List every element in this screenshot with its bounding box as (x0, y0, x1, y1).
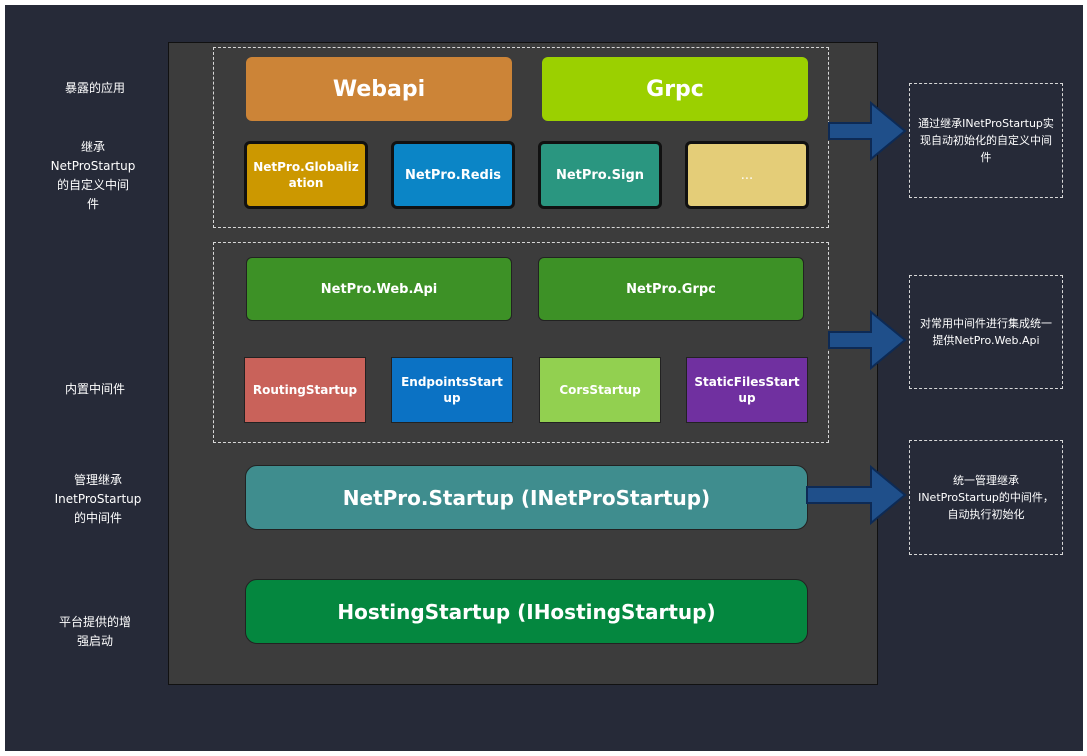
netpro-web-api-block: NetPro.Web.Api (246, 257, 512, 321)
static-files-startup-block: StaticFilesStartup (686, 357, 808, 423)
cors-startup-block: CorsStartup (539, 357, 661, 423)
webapi-block: Webapi (246, 57, 512, 121)
sign-block: NetPro.Sign (538, 141, 662, 209)
label-platform-startup: 平台提供的增 强启动 (58, 615, 131, 648)
more-block: ... (685, 141, 809, 209)
arrow-right-icon (828, 100, 907, 162)
arrow-right-icon (806, 464, 907, 526)
label-custom-middleware: 继承 NetProStartup 的自定义中间 件 (50, 140, 136, 211)
hosting-startup-bar: HostingStartup (IHostingStartup) (245, 579, 808, 644)
label-managed-middleware: 管理继承 InetProStartup 的中间件 (54, 472, 142, 525)
globalization-block: NetPro.Globalization (244, 141, 368, 209)
arrow-right-icon (828, 309, 907, 371)
netpro-startup-bar: NetPro.Startup (INetProStartup) (245, 465, 808, 530)
custom-middleware-note: 通过继承INetProStartup实现自动初始化的自定义中间件 (909, 83, 1063, 198)
netpro-grpc-block: NetPro.Grpc (538, 257, 804, 321)
grpc-block: Grpc (542, 57, 808, 121)
builtin-middleware-note: 对常用中间件进行集成统一提供NetPro.Web.Api (909, 275, 1063, 389)
label-builtin-middleware: 内置中间件 (64, 381, 125, 396)
startup-note: 统一管理继承INetProStartup的中间件，自动执行初始化 (909, 440, 1063, 555)
label-exposed-apps: 暴露的应用 (64, 80, 125, 95)
routing-startup-block: RoutingStartup (244, 357, 366, 423)
redis-block: NetPro.Redis (391, 141, 515, 209)
diagram-canvas: 暴露的应用 继承 NetProStartup 的自定义中间 件 内置中间件 管理… (5, 5, 1083, 751)
endpoints-startup-block: EndpointsStartup (391, 357, 513, 423)
